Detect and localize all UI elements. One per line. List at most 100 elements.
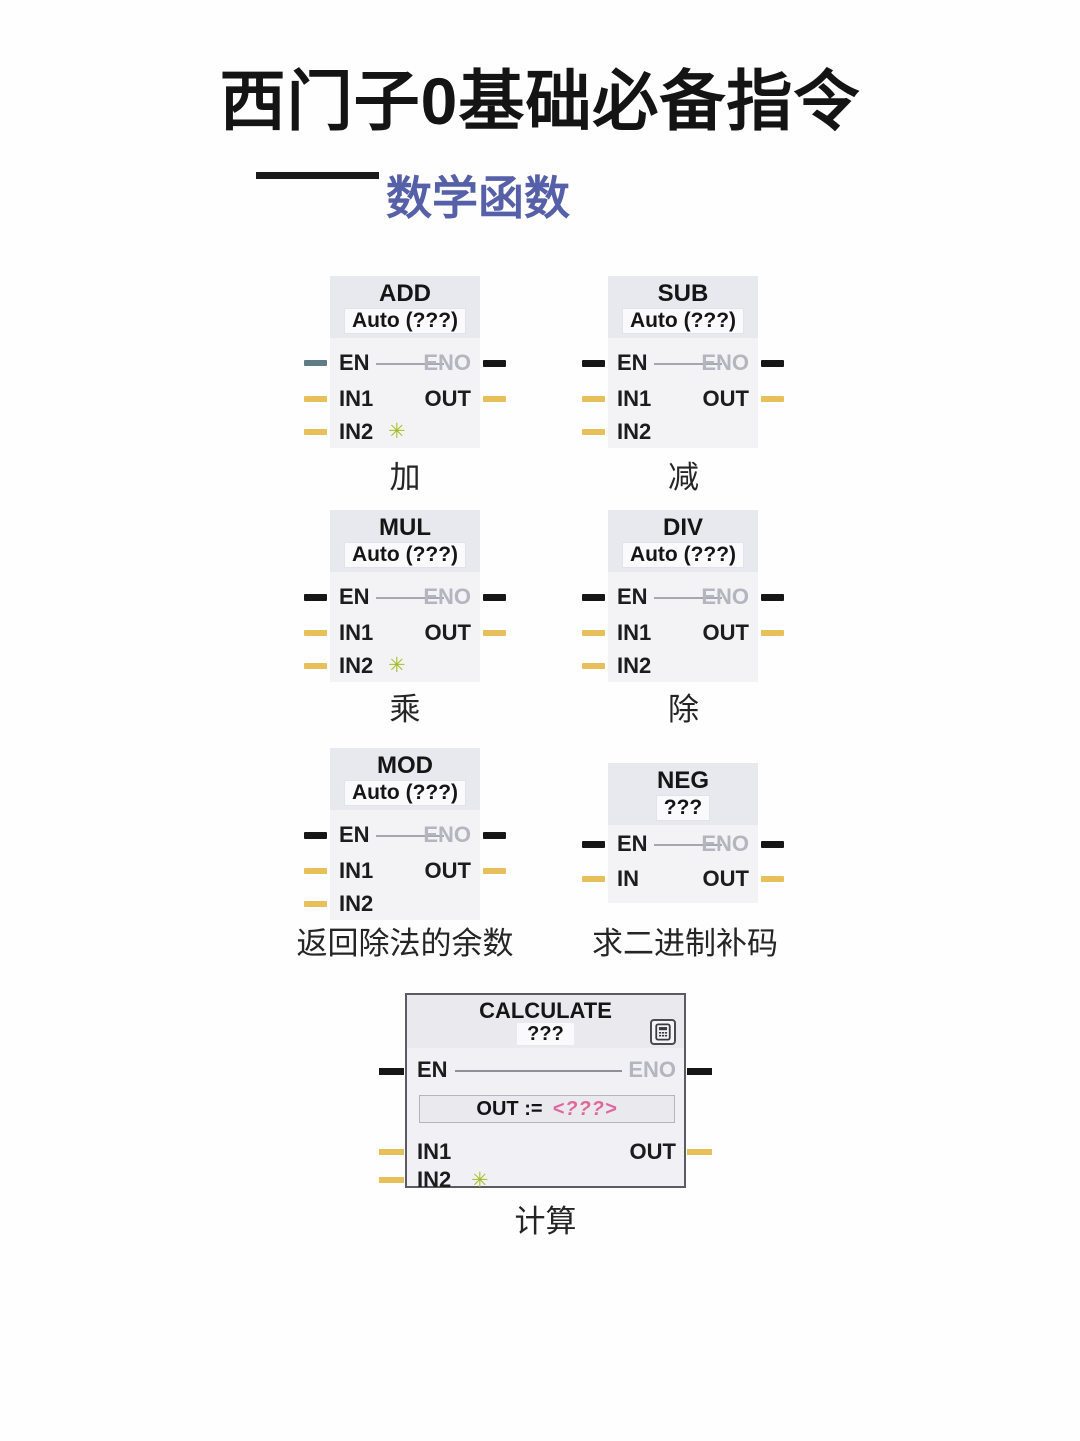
wire-stub-out (761, 630, 784, 636)
wire-stub-en (304, 594, 327, 601)
wire-stub-eno (483, 360, 506, 367)
wire-stub-en (582, 360, 605, 367)
calculator-icon (650, 1019, 676, 1045)
en-eno-connector (654, 597, 722, 599)
pin-in1: IN1 (339, 858, 374, 883)
expression-placeholder: <???> (552, 1098, 618, 1120)
block-datatype-field: ??? (655, 795, 711, 821)
pin-en: EN (617, 350, 648, 375)
wire-stub-en (304, 832, 327, 839)
pin-eno: ENO (423, 584, 471, 609)
pin-out: OUT (424, 386, 471, 411)
wire-stub-eno (761, 360, 784, 367)
modify-star-icon: ✳ (388, 654, 406, 677)
pin-eno: ENO (701, 831, 749, 856)
block-caption-div: 除 (668, 692, 699, 727)
wire-stub-in1 (379, 1149, 404, 1155)
block-header: SUB Auto (???) (608, 276, 758, 338)
plc-block-neg: NEG ??? EN ENO IN OUT (582, 763, 784, 903)
block-caption-sub: 减 (668, 460, 699, 495)
block-title: MOD (377, 752, 433, 779)
wire-stub-out (483, 630, 506, 636)
block-body (330, 338, 480, 448)
wire-stub-in1 (304, 396, 327, 402)
pin-eno: ENO (423, 822, 471, 847)
pin-en: EN (617, 584, 648, 609)
wire-stub-eno (687, 1068, 712, 1075)
wire-stub-in2 (304, 429, 327, 435)
pin-out: OUT (702, 866, 749, 891)
en-eno-connector (376, 597, 444, 599)
subtitle: 数学函数 (386, 172, 570, 224)
block-datatype-field: Auto (???) (621, 308, 745, 334)
block-caption-calculate: 计算 (514, 1204, 577, 1239)
plc-block-mul: MUL Auto (???) EN ENO IN1 OUT IN2 ✳ (304, 510, 506, 682)
pin-out: OUT (702, 620, 749, 645)
pin-in2: IN2 (417, 1167, 452, 1192)
wire-stub-en (582, 594, 605, 601)
wire-stub-out (483, 868, 506, 874)
page-title: 西门子0基础必备指令 (219, 64, 861, 138)
pin-in1: IN1 (617, 620, 652, 645)
wire-stub-in2 (304, 901, 327, 907)
wire-stub-in1 (304, 868, 327, 874)
block-body (608, 338, 758, 448)
block-title: SUB (657, 280, 709, 307)
block-body (330, 810, 480, 920)
block-caption-mod: 返回除法的余数 (296, 926, 514, 961)
block-datatype-field: Auto (???) (343, 308, 467, 334)
block-header: ADD Auto (???) (330, 276, 480, 338)
pin-in2: IN2 (617, 419, 652, 444)
wire-stub-in2 (379, 1177, 404, 1183)
en-eno-connector (376, 363, 444, 365)
block-body (330, 572, 480, 682)
en-eno-connector (376, 835, 444, 837)
pin-in: IN (617, 866, 639, 891)
modify-star-icon: ✳ (471, 1169, 489, 1192)
block-body (608, 825, 758, 903)
block-datatype-field: ??? (517, 1023, 574, 1045)
wire-stub-en (582, 841, 605, 848)
plc-block-sub: SUB Auto (???) EN ENO IN1 OUT IN2 (582, 276, 784, 448)
block-caption-add: 加 (389, 460, 421, 495)
wire-stub-out (483, 396, 506, 402)
plc-block-calculate: CALCULATE ??? EN ENO OUT :=<???> IN1 IN2… (379, 993, 712, 1192)
subtitle-dash (256, 172, 379, 179)
wire-stub-in1 (304, 630, 327, 636)
block-caption-neg: 求二进制补码 (592, 926, 778, 961)
pin-out: OUT (629, 1139, 676, 1164)
wire-stub-in (582, 876, 605, 882)
pin-en: EN (339, 584, 370, 609)
block-title: DIV (662, 514, 703, 541)
modify-star-icon: ✳ (388, 420, 406, 443)
wire-stub-in2 (304, 663, 327, 669)
block-title: MUL (379, 514, 431, 541)
block-header: DIV Auto (???) (608, 510, 758, 572)
pin-in2: IN2 (339, 419, 374, 444)
en-eno-connector (654, 844, 722, 846)
en-eno-connector (455, 1070, 622, 1072)
wire-stub-en (379, 1068, 404, 1075)
block-body (608, 572, 758, 682)
wire-stub-in1 (582, 630, 605, 636)
pin-eno: ENO (423, 350, 471, 375)
pin-eno: ENO (701, 350, 749, 375)
plc-block-mod: MOD Auto (???) EN ENO IN1 OUT IN2 (304, 748, 506, 920)
pin-eno: ENO (628, 1057, 676, 1082)
wire-stub-in2 (582, 429, 605, 435)
pin-en: EN (617, 831, 648, 856)
plc-block-add: ADD Auto (???) EN ENO IN1 OUT IN2 ✳ (304, 276, 506, 448)
wire-stub-eno (483, 594, 506, 601)
pin-out: OUT (702, 386, 749, 411)
wire-stub-in1 (582, 396, 605, 402)
pin-in1: IN1 (417, 1139, 452, 1164)
pin-eno: ENO (701, 584, 749, 609)
wire-stub-eno (761, 841, 784, 848)
block-title: NEG (656, 767, 709, 794)
pin-en: EN (339, 822, 370, 847)
pin-en: EN (339, 350, 370, 375)
block-datatype-field: Auto (???) (621, 542, 745, 568)
pin-in2: IN2 (339, 653, 374, 678)
wire-stub-out (761, 876, 784, 882)
